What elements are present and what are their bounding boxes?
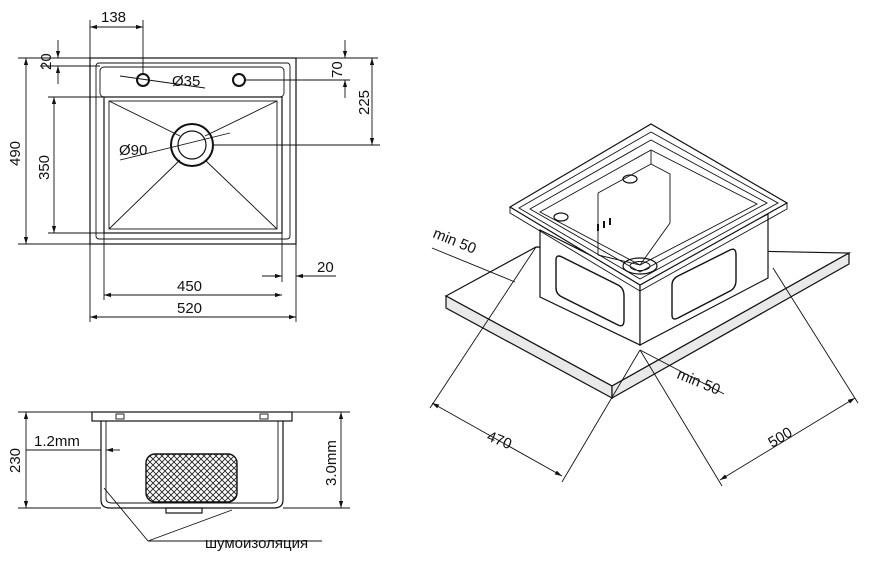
drain-inner [177,130,207,160]
sink-outline [89,57,297,245]
iso-view: min 50 min 50 470 500 [429,123,859,487]
countertop-front-right [611,251,850,400]
iso-drain [622,257,658,275]
sink-outline-inner [95,62,291,240]
drain-stub [165,507,203,514]
dim-450: 450 [177,278,202,295]
bowl-outline [103,96,283,234]
dim-min50-left: min 50 [431,225,479,258]
dim-20-top: 20 [38,53,55,70]
dim-520: 520 [177,300,202,317]
insulation-right [671,248,737,320]
drain-outer [170,123,214,167]
dim-diam-90: Ø90 [119,142,147,159]
dim-diam-35: Ø35 [172,73,200,90]
tap-hole-right [232,73,246,87]
flange [91,411,293,422]
dim-490: 490 [7,141,24,166]
dim-500: 500 [765,424,795,451]
dim-20-bottom: 20 [317,259,334,276]
dim-1-2mm: 1.2mm [34,433,80,450]
iso-tap-hole-left [553,212,569,222]
dim-70: 70 [329,61,346,78]
dim-min50-right: min 50 [675,366,723,399]
insulation-left [555,255,625,327]
bowl-floor [108,100,278,230]
side-view: 230 1.2mm 3.0mm шумоизоляция [7,411,350,552]
dim-225: 225 [356,90,373,115]
iso-tap-hole-right [622,174,638,184]
dim-138: 138 [101,9,126,26]
insulation-pad [145,453,238,503]
dim-3-0mm: 3.0mm [323,440,340,486]
dim-230: 230 [7,448,24,473]
bowl-opening [539,149,758,266]
dim-350: 350 [36,155,53,180]
insulation-label: шумоизоляция [205,535,308,552]
top-view: 138 20 Ø35 70 225 Ø90 490 350 [7,9,380,322]
dim-470: 470 [485,428,515,453]
